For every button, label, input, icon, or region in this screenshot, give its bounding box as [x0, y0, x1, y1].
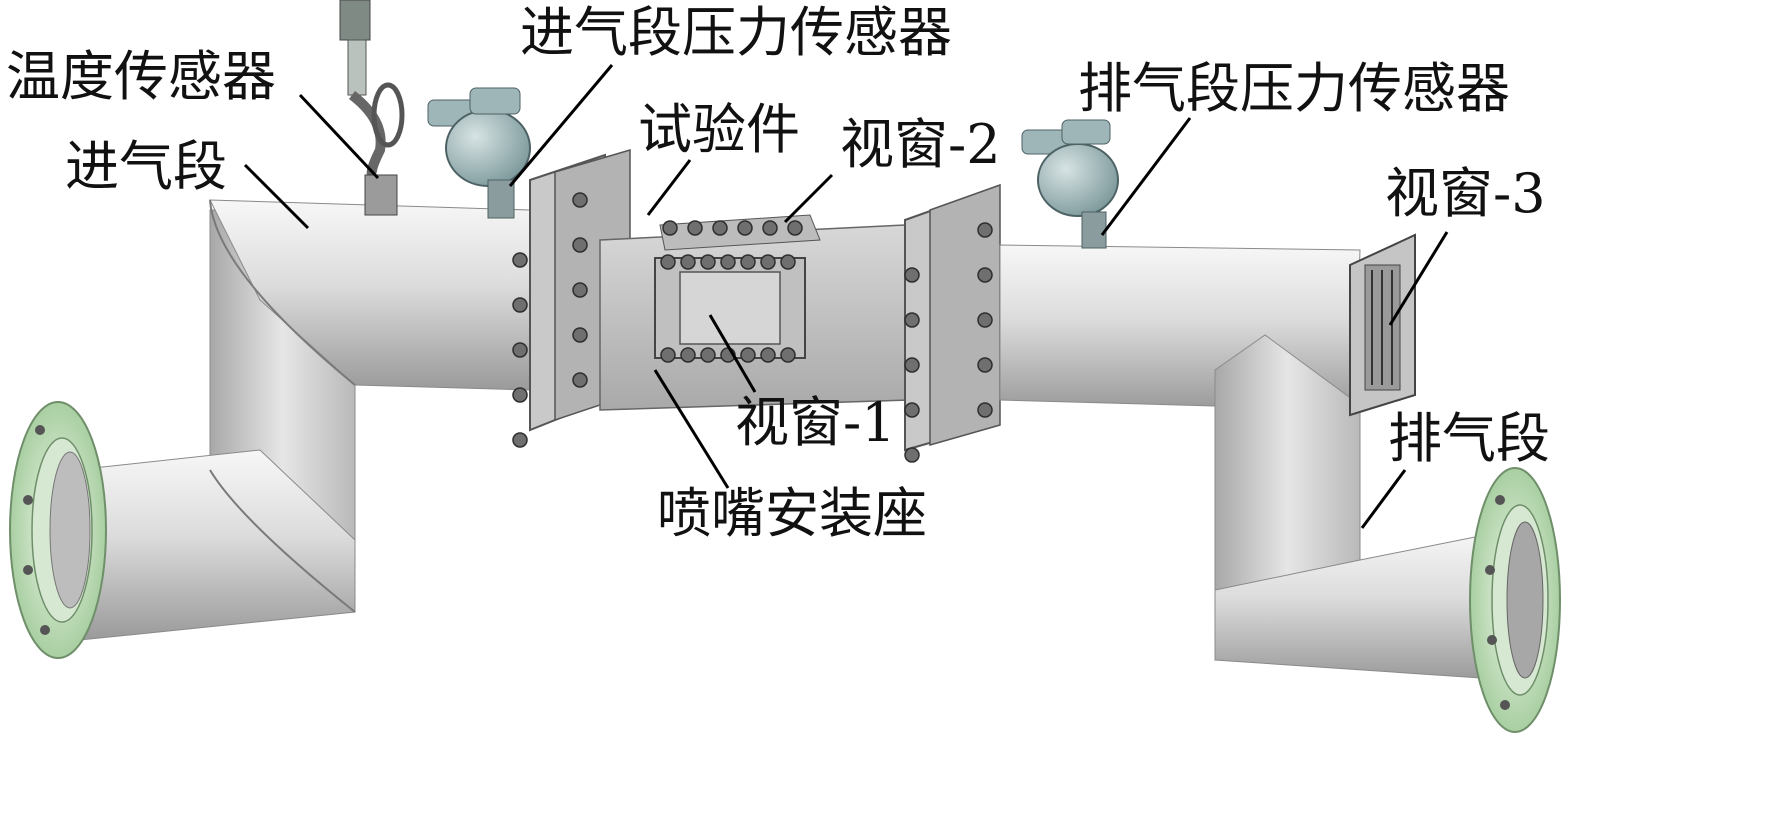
leader-inlet-pressure-sensor: [508, 64, 614, 187]
bolt: [977, 312, 993, 328]
leader-window-2: [783, 173, 834, 224]
bolt: [904, 357, 920, 373]
label-exhaust-section: 排气段: [1388, 407, 1550, 470]
bolt: [680, 347, 696, 363]
bolt: [572, 372, 588, 388]
bolt: [512, 297, 528, 313]
bolt: [760, 254, 776, 270]
leader-exhaust-pressure-sensor: [1100, 117, 1192, 236]
bolt: [904, 447, 920, 463]
bolt: [700, 254, 716, 270]
bolt: [512, 387, 528, 403]
exhaust-section: [999, 233, 1511, 681]
leader-window-3: [1388, 231, 1449, 326]
leader-window-1: [708, 314, 757, 393]
bolt: [904, 312, 920, 328]
bolt: [712, 220, 728, 236]
test-piece: [529, 148, 1001, 452]
bolt: [512, 432, 528, 448]
label-inlet-section: 进气段: [65, 135, 227, 198]
bolt: [572, 237, 588, 253]
bolt: [572, 282, 588, 298]
bolt: [977, 267, 993, 283]
label-exhaust-pressure-sensor: 排气段压力传感器: [1078, 57, 1510, 120]
bolt: [680, 254, 696, 270]
bolt: [740, 347, 756, 363]
bolt: [662, 220, 678, 236]
bolt: [787, 220, 803, 236]
flange-bolts: [512, 192, 993, 463]
exhaust-flange: [1469, 467, 1561, 733]
label-nozzle-mount: 喷嘴安装座: [657, 482, 927, 545]
label-inlet-pressure-sensor: 进气段压力传感器: [520, 1, 952, 64]
leader-lines: [243, 64, 1449, 529]
bolt: [720, 254, 736, 270]
bolt: [572, 327, 588, 343]
label-test-piece: 试验件: [638, 98, 800, 161]
bolt: [660, 254, 676, 270]
temperature-sensor: [339, 0, 405, 216]
bolt: [977, 357, 993, 373]
label-window-1: 视窗-1: [735, 391, 896, 454]
leader-test-piece: [646, 159, 692, 216]
bolt: [737, 220, 753, 236]
leader-nozzle-mount: [653, 369, 730, 489]
inlet-flange: [9, 401, 107, 659]
bolt: [660, 347, 676, 363]
bolt: [740, 254, 756, 270]
bolt: [977, 222, 993, 238]
bolt: [904, 267, 920, 283]
bolt: [780, 347, 796, 363]
leader-inlet-section: [243, 163, 310, 230]
bolt: [780, 254, 796, 270]
leader-exhaust-section: [1360, 469, 1407, 529]
bolt: [904, 402, 920, 418]
bolt: [760, 347, 776, 363]
bolt: [512, 252, 528, 268]
bolt: [977, 402, 993, 418]
label-window-2: 视窗-2: [840, 113, 1001, 176]
bolt: [687, 220, 703, 236]
inlet-pressure-sensor: [427, 87, 531, 219]
label-window-3: 视窗-3: [1385, 162, 1546, 225]
exhaust-pressure-sensor: [1021, 119, 1119, 249]
inlet-section: [74, 199, 531, 641]
bolt: [572, 192, 588, 208]
bolt: [700, 347, 716, 363]
bolt: [512, 342, 528, 358]
leader-temperature-sensor: [298, 93, 380, 180]
bolt: [762, 220, 778, 236]
label-temperature-sensor: 温度传感器: [6, 45, 276, 108]
